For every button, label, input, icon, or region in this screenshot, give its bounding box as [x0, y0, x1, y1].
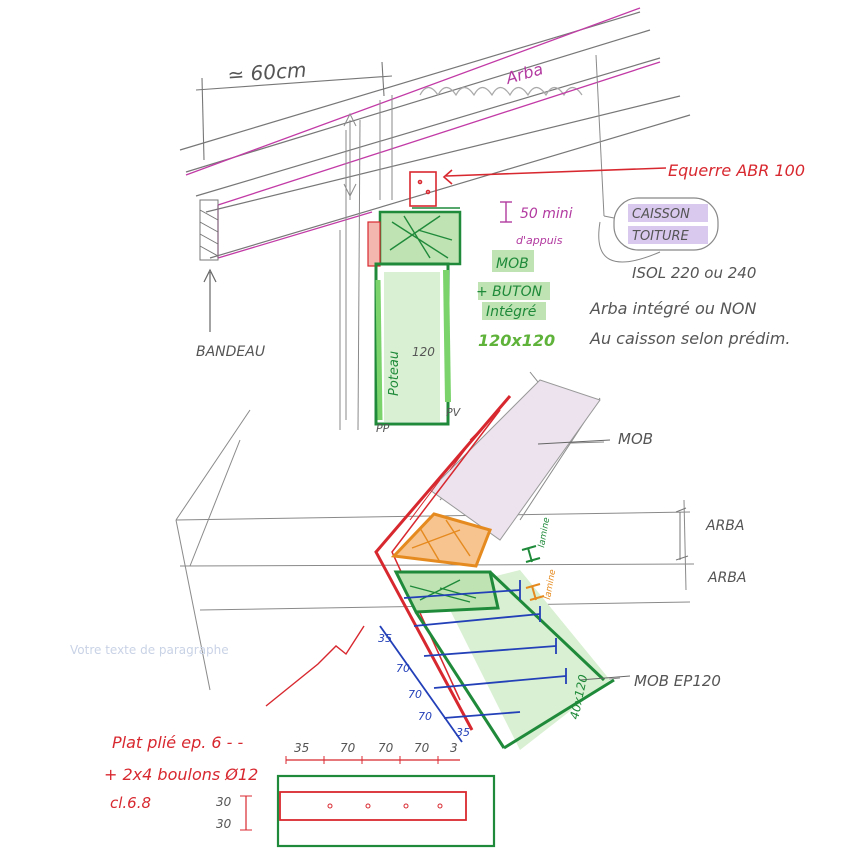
poteau-green — [367, 207, 462, 426]
top-dim-5: 3 — [450, 741, 458, 755]
mob-wall-lower — [440, 570, 610, 750]
caisson-label-a: CAISSON — [632, 207, 690, 222]
placeholder-text: Votre texte de paragraphe — [70, 643, 229, 657]
bandeau-arrow — [203, 268, 217, 332]
plat-elevation — [240, 756, 496, 848]
integre-highlight — [482, 302, 546, 320]
top-dim-4: 70 — [414, 741, 430, 755]
mob-highlight — [492, 250, 534, 272]
lamine-label-1: lamine — [537, 516, 552, 548]
top-dim-2: 70 — [340, 741, 356, 755]
note-label-a: Arba intégré ou NON — [589, 299, 757, 318]
gray-guides — [339, 54, 615, 431]
lamine-label-2: lamine — [543, 568, 558, 600]
diag-dim-2: 70 — [396, 662, 410, 675]
arba-dims — [675, 507, 689, 561]
side-dim-2: 30 — [216, 817, 232, 831]
dim-120-label: 120 — [412, 345, 435, 359]
arba-top-label: Arba — [503, 59, 545, 88]
arba-orange-hatch — [411, 519, 471, 563]
top-dim-1: 35 — [294, 741, 309, 755]
top-dim-3: 70 — [378, 741, 394, 755]
note-label-b: Au caisson selon prédim. — [589, 329, 790, 348]
equerre-label: Equerre ABR 100 — [668, 161, 805, 180]
lamine-marks — [521, 545, 545, 601]
bandeau-block — [199, 199, 219, 261]
caisson-label-b: TOITURE — [632, 229, 689, 244]
plat-note-c: cl.6.8 — [110, 794, 151, 812]
mob-wall-upper — [429, 379, 601, 541]
pv-label: PV — [446, 406, 462, 419]
dimension-60cm — [195, 61, 393, 161]
buton-label-a: + BUTON — [476, 284, 543, 300]
plat-leader — [265, 625, 365, 707]
mob-right-label: MOB — [618, 430, 653, 448]
diag-dim-1: 35 — [378, 632, 392, 645]
plat-note-a: Plat plié ep. 6 - - — [112, 733, 244, 752]
side-dim-1: 30 — [216, 795, 232, 809]
diag-dim-4: 70 — [418, 710, 432, 723]
roof-slab — [179, 11, 691, 259]
appui-label-a: 50 mini — [520, 206, 573, 222]
pp-label: PP — [376, 422, 390, 435]
leaders — [537, 439, 631, 681]
arba-green — [393, 570, 500, 614]
arba-label-1: ARBA — [705, 518, 745, 534]
appui-dim — [500, 201, 512, 223]
arba-label-2: ARBA — [707, 570, 747, 586]
buton-label-b: Intégré — [486, 304, 537, 320]
mob-tag-label: MOB — [496, 256, 529, 272]
iso-label: ISOL 220 ou 240 — [632, 264, 756, 282]
caisson-highlight-2 — [628, 226, 708, 244]
appui-label-b: d'appuis — [516, 234, 563, 247]
caisson-highlight-1 — [628, 204, 708, 222]
width-dim-label: ≃ 60cm — [227, 58, 308, 87]
red-cladding — [374, 395, 512, 731]
poteau-label: Poteau — [387, 351, 402, 396]
blue-bolts — [379, 580, 567, 743]
buton-highlight — [478, 282, 550, 300]
diag-dim-5: 35 — [456, 726, 470, 739]
diag-dim-3: 70 — [408, 688, 422, 701]
plat-note-b: + 2x4 boulons Ø12 — [104, 765, 258, 784]
section-label: 120x120 — [478, 331, 555, 350]
bandeau-label: BANDEAU — [196, 344, 265, 360]
mob-ep-label: MOB EP120 — [634, 672, 721, 690]
equerre-bracket — [409, 167, 667, 207]
